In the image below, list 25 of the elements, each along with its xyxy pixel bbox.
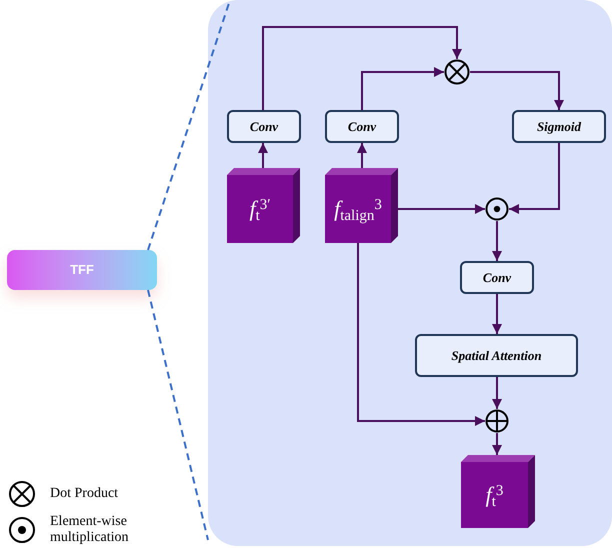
legend-text: Element-wise multiplication xyxy=(50,514,130,546)
operation-box: Conv xyxy=(227,110,301,143)
arrow xyxy=(470,71,564,110)
dot-product-symbol xyxy=(444,59,470,85)
multiplication-symbol xyxy=(485,197,509,221)
arrow xyxy=(262,26,462,110)
operation-box: Conv xyxy=(460,261,534,294)
arrow xyxy=(492,377,502,409)
operation-box: Conv xyxy=(325,110,399,143)
arrow xyxy=(492,433,502,455)
arrow xyxy=(398,204,485,214)
detail-panel xyxy=(208,0,612,546)
module-block: TFF xyxy=(7,250,157,290)
arrow xyxy=(509,143,560,214)
arrow xyxy=(492,294,502,334)
arrow xyxy=(492,221,502,261)
addition-symbol xyxy=(485,409,509,433)
operation-box: Sigmoid xyxy=(512,110,606,143)
arrow xyxy=(361,67,444,110)
arrow xyxy=(258,143,268,168)
arrow xyxy=(357,143,367,168)
zoom-line xyxy=(147,290,209,540)
operation-box: Spatial Attention xyxy=(415,334,578,377)
legend-text: Dot Product xyxy=(50,486,120,502)
arrow xyxy=(357,243,485,426)
